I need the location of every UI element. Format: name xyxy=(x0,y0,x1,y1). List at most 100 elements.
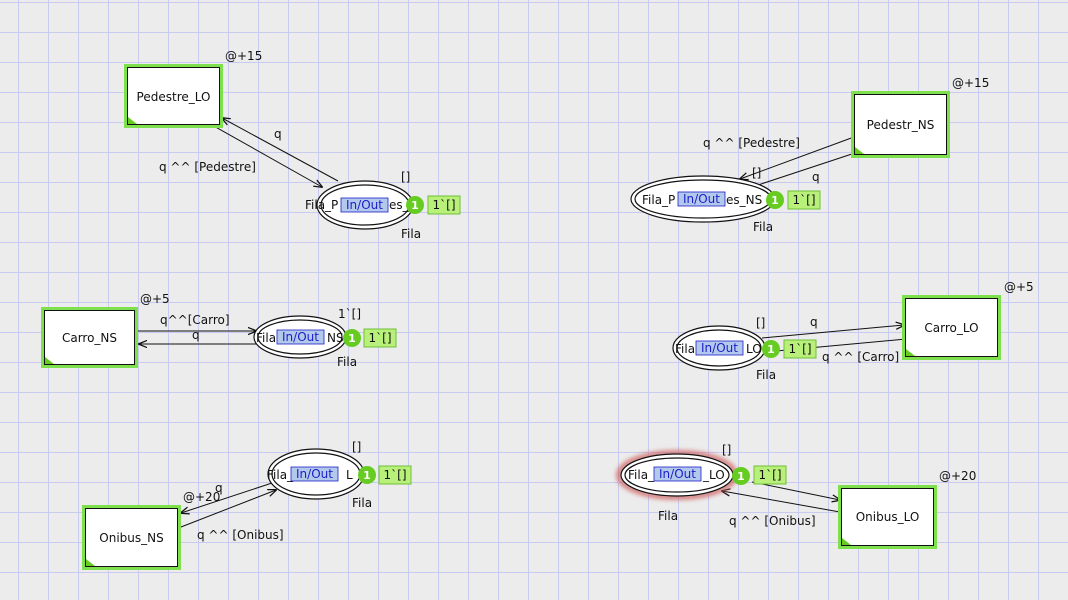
arc-inscription[interactable]: q ^^ [Carro] xyxy=(822,350,899,364)
token-count-circle[interactable] xyxy=(406,196,424,214)
arc-a1-out[interactable] xyxy=(211,124,322,187)
arc-inscription[interactable]: q ^^ [Pedestre] xyxy=(159,160,256,174)
marking-box[interactable] xyxy=(363,328,397,348)
place-type[interactable]: Fila xyxy=(756,368,776,382)
place-initial-marking[interactable]: [] xyxy=(752,166,761,180)
marking-value: 1`[] xyxy=(789,342,812,356)
place-name-right: es_ xyxy=(389,198,410,212)
place-name-left: Fila_P xyxy=(642,193,675,207)
transition-border xyxy=(127,67,220,125)
transition-border xyxy=(841,488,934,546)
place-initial-marking[interactable]: [] xyxy=(722,443,731,457)
arc-a6-in[interactable] xyxy=(722,491,841,513)
token-count: 1 xyxy=(767,343,775,356)
transition-delay[interactable]: @+20 xyxy=(183,490,220,504)
marking-box[interactable] xyxy=(427,195,461,215)
token-count-circle[interactable] xyxy=(343,329,361,347)
port-tag-label: In/Out xyxy=(296,467,333,481)
place-name-left: Fila_ xyxy=(267,468,294,482)
arc-inscription[interactable]: q xyxy=(215,481,223,495)
place-name-left: Fila xyxy=(675,342,695,356)
port-tag[interactable] xyxy=(290,466,339,482)
token-count: 1 xyxy=(348,332,356,345)
transition-label: Pedestre_LO xyxy=(137,90,211,104)
transition-box[interactable] xyxy=(838,485,937,549)
token-count: 1 xyxy=(737,470,745,483)
arc-inscription[interactable]: q ^^ [Pedestre] xyxy=(703,136,800,150)
place-initial-marking[interactable]: [] xyxy=(352,440,361,454)
token-count-circle[interactable] xyxy=(766,191,784,209)
place-type[interactable]: Fila xyxy=(352,496,372,510)
transition-label: Onibus_NS xyxy=(99,531,163,545)
transition-box[interactable] xyxy=(82,505,181,570)
arc-inscription[interactable]: q ^^ [Onibus] xyxy=(729,514,816,528)
place-initial-marking[interactable]: [] xyxy=(401,170,410,184)
corner-marker-icon xyxy=(86,559,95,566)
place-name-left: Fila xyxy=(256,331,276,345)
arc-a2-out[interactable] xyxy=(754,150,864,187)
place-type[interactable]: Fila xyxy=(401,227,421,241)
arc-a5-in[interactable] xyxy=(181,482,273,513)
transition-delay[interactable]: @+15 xyxy=(225,49,262,63)
marking-box[interactable] xyxy=(753,465,787,485)
port-tag-label: In/Out xyxy=(659,467,696,481)
transition-box[interactable] xyxy=(41,307,138,368)
place-fila-onibus-lo[interactable]: Fila_ In/Out _LO [] Fila 1 1`[] xyxy=(616,443,787,523)
place-fila-p-ns[interactable]: Fila_P In/Out es_NS [] Fila 1 1`[] xyxy=(630,166,821,234)
arc-inscription[interactable]: q xyxy=(810,315,818,329)
arc-a6-out[interactable] xyxy=(751,481,840,500)
transition-onibus-lo[interactable]: Onibus_LO @+20 xyxy=(838,469,976,549)
port-tag[interactable] xyxy=(677,191,726,207)
port-tag-label: In/Out xyxy=(701,341,738,355)
arc-a5-out[interactable] xyxy=(180,490,276,528)
transition-box[interactable] xyxy=(851,91,950,158)
transition-carro-ns[interactable]: Carro_NS @+5 xyxy=(41,292,170,368)
transition-delay[interactable]: @+5 xyxy=(140,292,170,306)
place-fila-lo[interactable]: Fila In/Out LO [] Fila 1 1`[] xyxy=(672,316,817,382)
place-name-right: _LO xyxy=(702,468,725,482)
arc-a2-in[interactable] xyxy=(740,136,855,179)
arc-inscription[interactable]: q xyxy=(274,127,282,141)
place-name-left: Fila_ xyxy=(628,468,655,482)
place-type[interactable]: Fila xyxy=(658,509,678,523)
arc-inscription[interactable]: q xyxy=(192,328,200,342)
transition-carro-lo[interactable]: Carro_LO @+5 xyxy=(902,280,1034,360)
marking-box[interactable] xyxy=(787,190,821,210)
transition-delay[interactable]: @+20 xyxy=(939,469,976,483)
port-tag[interactable] xyxy=(695,340,744,356)
token-count-circle[interactable] xyxy=(732,467,750,485)
place-name-left: Fila_P xyxy=(305,198,338,212)
transition-pedestre-lo[interactable]: Pedestre_LO @+15 xyxy=(124,49,262,128)
port-tag[interactable] xyxy=(340,197,389,213)
token-count-circle[interactable] xyxy=(762,340,780,358)
port-tag[interactable] xyxy=(276,329,325,345)
transition-border xyxy=(44,310,135,365)
marking-box[interactable] xyxy=(378,465,412,485)
arc-inscription[interactable]: q xyxy=(812,170,820,184)
corner-marker-icon xyxy=(842,538,851,545)
place-fila-onibus-ns[interactable]: Fila_ In/Out L [] Fila 1 1`[] xyxy=(267,440,412,510)
transition-pedestr-ns[interactable]: Pedestr_NS @+15 xyxy=(851,76,989,158)
arc-inscription[interactable]: q^^[Carro] xyxy=(160,313,230,327)
transition-delay[interactable]: @+15 xyxy=(952,76,989,90)
place-initial-marking[interactable]: [] xyxy=(756,316,765,330)
arc-a4-in[interactable] xyxy=(761,325,904,339)
transition-label: Onibus_LO xyxy=(856,510,920,524)
place-type[interactable]: Fila xyxy=(337,355,357,369)
place-fila-ns[interactable]: Fila In/Out NS 1`[] Fila 1 1`[] xyxy=(253,307,397,369)
arc-a1-in[interactable] xyxy=(222,118,339,182)
marking-box[interactable] xyxy=(783,339,817,359)
transition-delay[interactable]: @+5 xyxy=(1004,280,1034,294)
transition-label: Pedestr_NS xyxy=(867,118,935,132)
transition-border xyxy=(905,298,998,357)
place-fila-p-lo[interactable]: Fila_P In/Out es_ [] Fila 1 1`[] xyxy=(305,170,461,241)
place-initial-marking[interactable]: 1`[] xyxy=(338,307,361,321)
token-count-circle[interactable] xyxy=(358,466,376,484)
transition-onibus-ns[interactable]: Onibus_NS @+20 xyxy=(82,490,220,570)
transition-box[interactable] xyxy=(902,295,1001,360)
transition-box[interactable] xyxy=(124,64,223,128)
arc-inscription[interactable]: q ^^ [Onibus] xyxy=(197,528,284,542)
port-tag[interactable] xyxy=(653,466,702,482)
place-type[interactable]: Fila xyxy=(753,220,773,234)
